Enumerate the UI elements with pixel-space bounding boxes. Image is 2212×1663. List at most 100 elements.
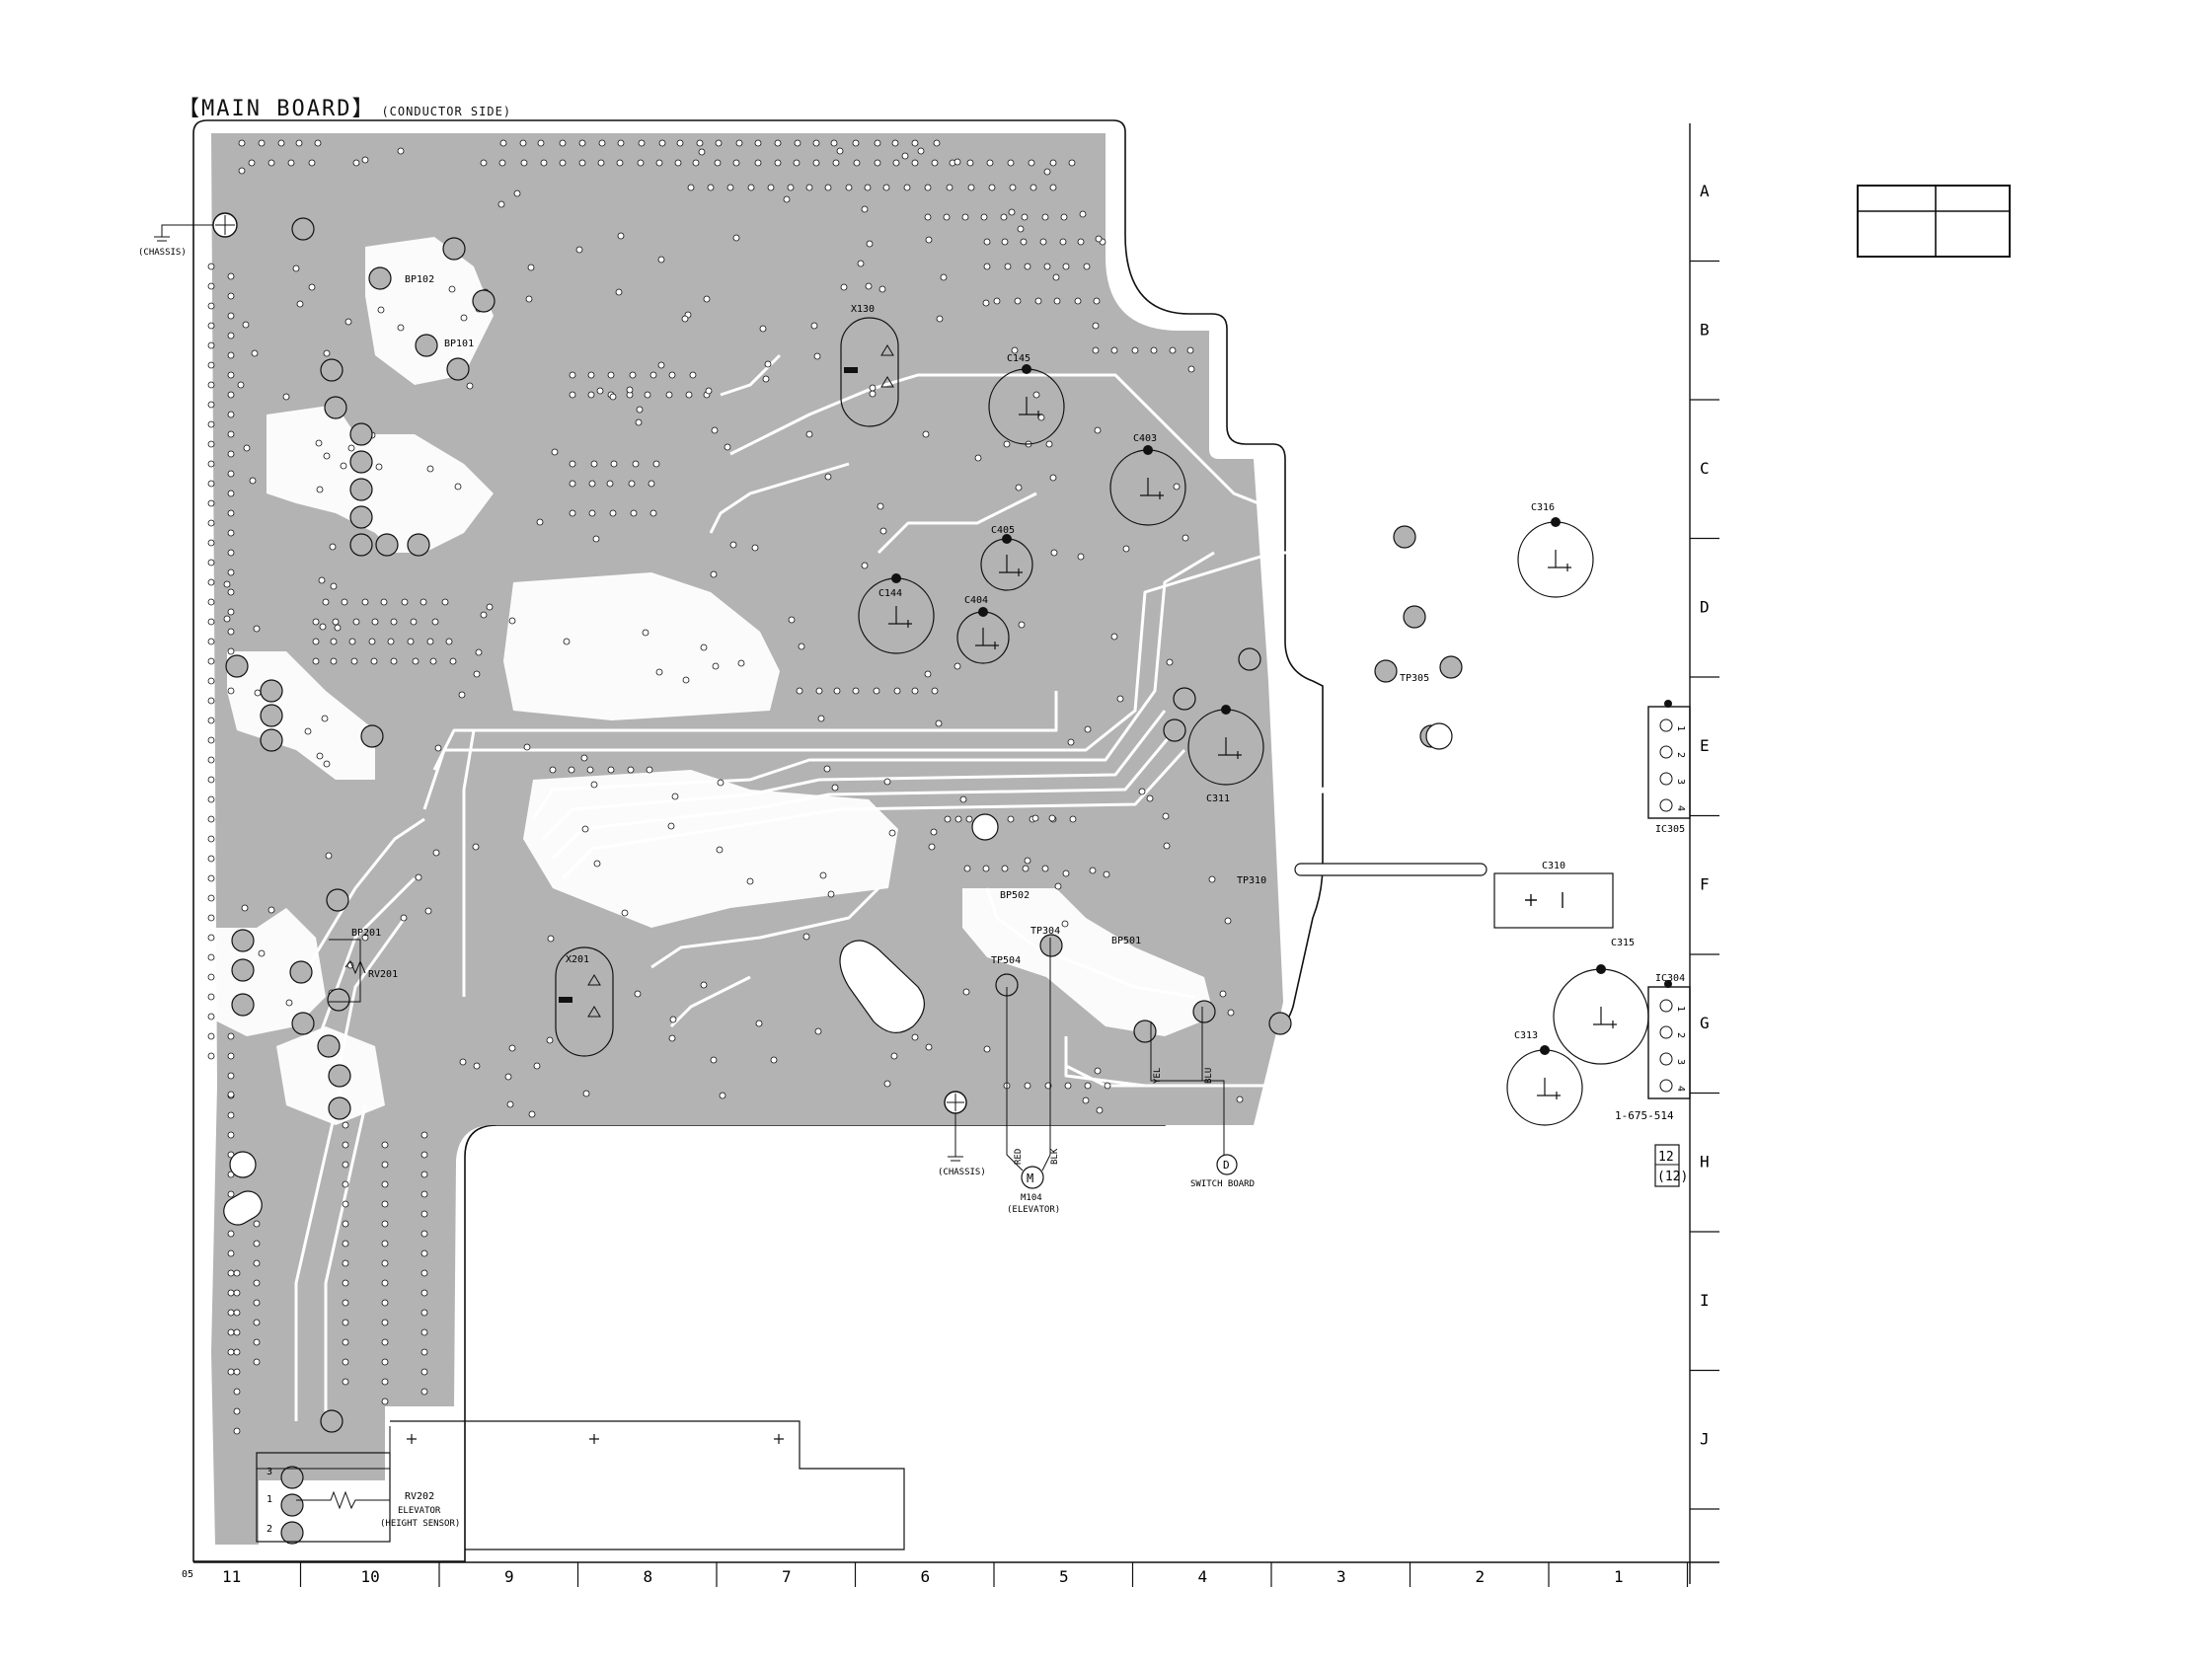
via [930,828,938,836]
pad [260,728,283,752]
electrolytic-capacitors [858,364,1649,1126]
wire-blk: BLK [1050,1148,1060,1165]
via [823,765,831,773]
pad [349,505,373,529]
bp502-label: BP502 [1000,890,1030,901]
via [371,618,379,626]
via [227,450,235,458]
via [227,312,235,320]
via [681,315,689,323]
via [342,1319,349,1326]
slot-cutout [1294,863,1487,876]
via [227,509,235,517]
via [931,687,939,695]
via [342,1279,349,1287]
x201-label: X201 [566,954,589,965]
via [207,302,215,310]
via [207,361,215,369]
via [1064,1082,1072,1090]
via [207,1052,215,1060]
via [368,638,376,645]
via [986,159,994,167]
via [249,477,257,485]
via [233,1269,241,1277]
via [596,387,604,395]
shield-crosses [407,1434,784,1444]
chassis-ground-left: (CHASSIS) [138,212,238,258]
via [628,480,636,488]
via [615,288,623,296]
via [207,578,215,586]
ic304-label: IC304 [1655,973,1685,984]
via [227,1091,235,1098]
trace [1498,709,1649,782]
via [966,159,974,167]
via [480,159,488,167]
via [207,855,215,863]
pad [415,334,438,357]
via [559,139,567,147]
via [387,638,395,645]
column-label: 2 [1476,1567,1486,1586]
via [1092,346,1100,354]
via [254,689,262,697]
ic-pin-number: 3 [1675,779,1686,785]
via [459,1058,467,1066]
ic-pin-pad [1659,1025,1673,1039]
via [227,549,235,557]
via [504,1073,512,1081]
via [519,139,527,147]
via [1062,263,1070,270]
wire-yel: YEL [1153,1068,1163,1084]
via [1092,322,1100,330]
via [480,611,488,619]
via [1093,297,1101,305]
via [227,1309,235,1317]
via [1018,621,1026,629]
via [207,618,215,626]
mounting-hole [229,1151,257,1178]
via [696,139,704,147]
via [590,460,598,468]
bp101-label: BP101 [444,339,474,349]
via [606,480,614,488]
via [207,874,215,882]
via [1068,159,1076,167]
via [342,1378,349,1386]
via [375,463,383,471]
via [953,662,961,670]
via [426,465,434,473]
via [330,657,338,665]
via [963,865,971,872]
trace [669,975,751,1028]
via [207,1013,215,1020]
capacitor-polarity-dot [1022,364,1031,374]
via [788,616,796,624]
page-title: 【MAIN BOARD】(CONDUCTOR SIDE) [178,91,511,122]
via [569,371,576,379]
via [569,391,576,399]
via [1003,440,1011,448]
via [330,582,338,590]
via [674,159,682,167]
via [420,1151,428,1159]
rv202-pin-1: 1 [267,1494,272,1505]
via [1061,920,1069,928]
via [227,1249,235,1257]
via [882,184,890,191]
via [520,159,528,167]
trace [709,462,850,534]
via [669,1016,677,1023]
via [227,1052,235,1060]
component-labels: C145 C403 C405 C144 C404 C316 TP305 C311… [405,274,1635,1041]
via [974,454,982,462]
via [1162,812,1170,820]
via [931,159,939,167]
via [1020,238,1028,246]
via [626,386,634,394]
column-label: 5 [1059,1567,1069,1586]
via [316,752,324,760]
via [798,643,805,650]
via [227,1289,235,1297]
